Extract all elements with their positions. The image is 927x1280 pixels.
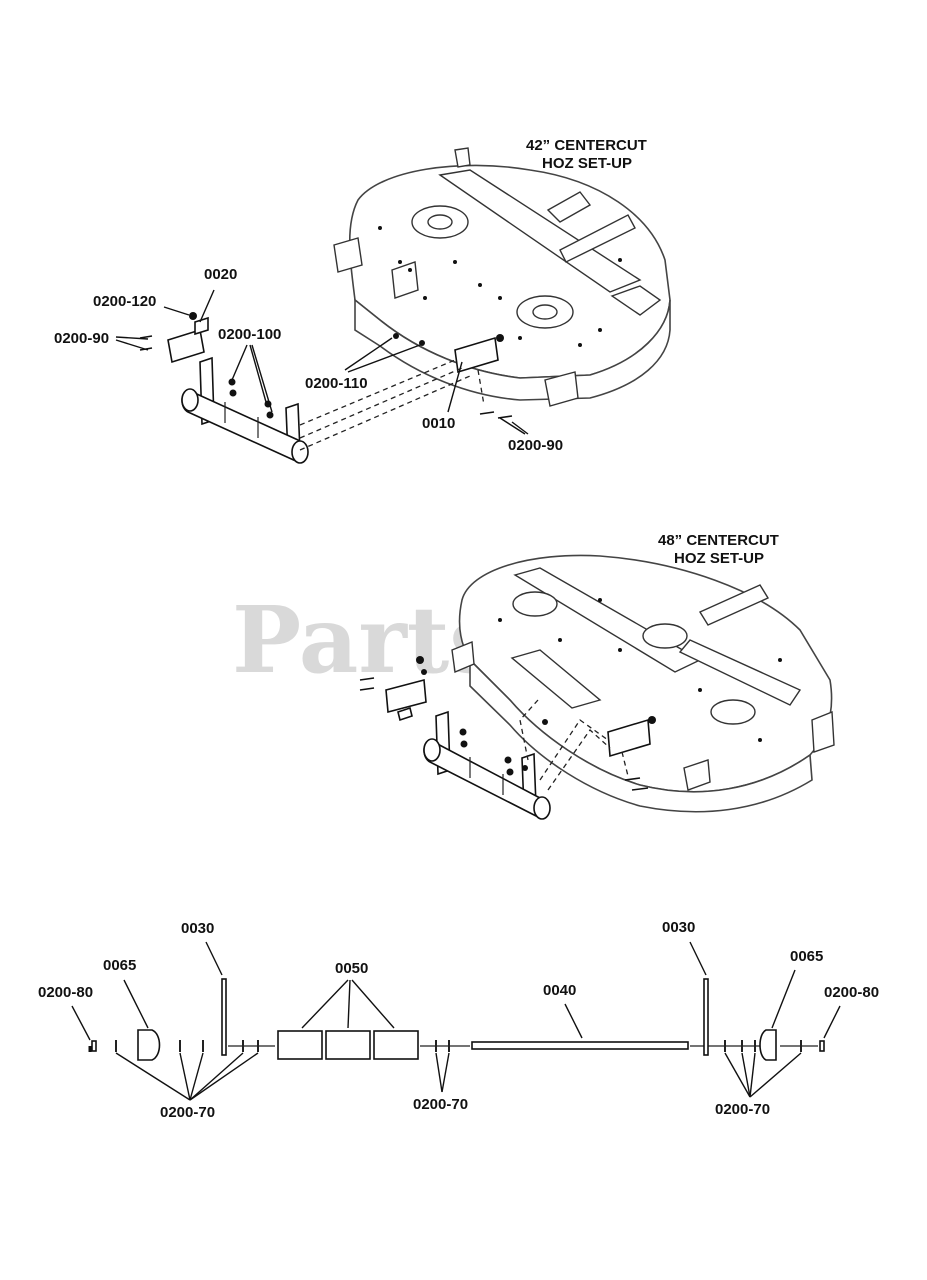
callout-0200-120: 0200-120 [93, 293, 156, 310]
callout-0200-80-left: 0200-80 [38, 984, 93, 1001]
callout-0200-80-right: 0200-80 [824, 984, 879, 1001]
title-48-line2: HOZ SET-UP [674, 550, 764, 567]
deck-48 [451, 554, 835, 813]
callout-0040: 0040 [543, 982, 576, 999]
callout-0200-100: 0200-100 [218, 326, 281, 343]
roller-assembly-48 [359, 656, 656, 820]
callout-0050: 0050 [335, 960, 368, 977]
callout-0200-70-right: 0200-70 [715, 1101, 770, 1118]
callout-0030-right: 0030 [662, 919, 695, 936]
callout-0010: 0010 [422, 415, 455, 432]
leaders-42 [115, 289, 529, 435]
exploded-parts [88, 978, 825, 1061]
leaders-exploded [71, 941, 841, 1101]
callout-0065-left: 0065 [103, 957, 136, 974]
callout-0200-70-left: 0200-70 [160, 1104, 215, 1121]
roller-assembly-42 [139, 312, 513, 464]
callout-0200-90-right: 0200-90 [508, 437, 563, 454]
callout-0200-110: 0200-110 [305, 375, 368, 392]
title-42-line2: HOZ SET-UP [542, 155, 632, 172]
title-42-line1: 42” CENTERCUT [526, 137, 647, 154]
callout-0020: 0020 [204, 266, 237, 283]
callout-0200-70-middle: 0200-70 [413, 1096, 468, 1113]
deck-42 [333, 147, 671, 407]
title-48-line1: 48” CENTERCUT [658, 532, 779, 549]
callout-0030-left: 0030 [181, 920, 214, 937]
callout-0065-right: 0065 [790, 948, 823, 965]
callout-0200-90-left: 0200-90 [54, 330, 109, 347]
